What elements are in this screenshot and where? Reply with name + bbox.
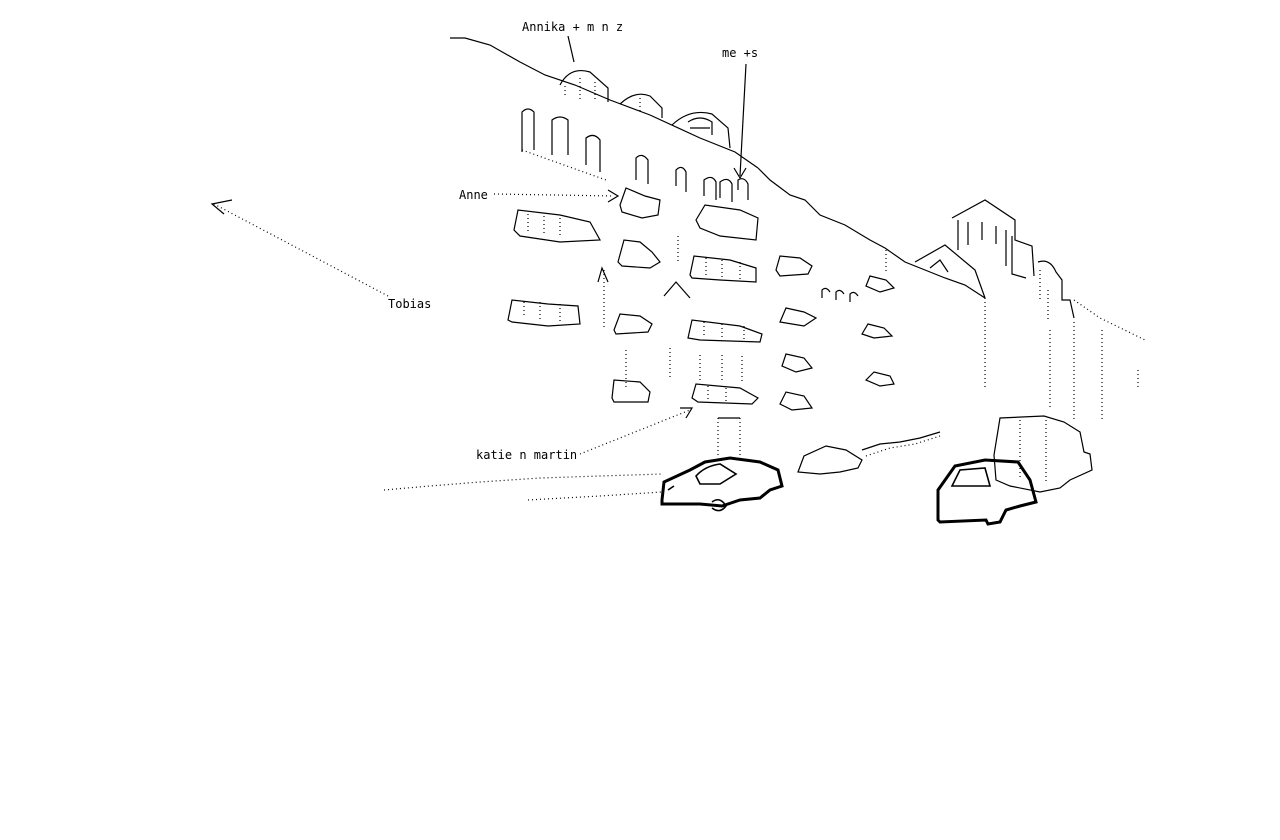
facade-windows xyxy=(521,108,749,202)
label-anne: Anne xyxy=(459,188,488,202)
pointer-me xyxy=(733,63,747,180)
roofline xyxy=(450,37,986,299)
cars xyxy=(660,415,1093,526)
label-annika: Annika + m n z xyxy=(522,20,623,34)
dormers xyxy=(559,69,731,149)
pointer-annika xyxy=(567,35,575,63)
facade-dotted-lines xyxy=(597,236,743,460)
balconies xyxy=(507,187,896,411)
pointer-tobias xyxy=(210,199,389,297)
label-katie: katie n martin xyxy=(476,448,577,462)
car-front-right xyxy=(936,458,1038,526)
van-parked xyxy=(993,415,1093,493)
ground-lines xyxy=(383,473,663,501)
car-distant xyxy=(797,445,863,475)
pointer-anne xyxy=(493,189,620,203)
car-front-left xyxy=(660,456,784,508)
label-tobias: Tobias xyxy=(388,297,431,311)
label-me: me +s xyxy=(722,46,758,60)
distant-buildings xyxy=(885,199,1146,420)
pointer-katie xyxy=(579,407,694,455)
